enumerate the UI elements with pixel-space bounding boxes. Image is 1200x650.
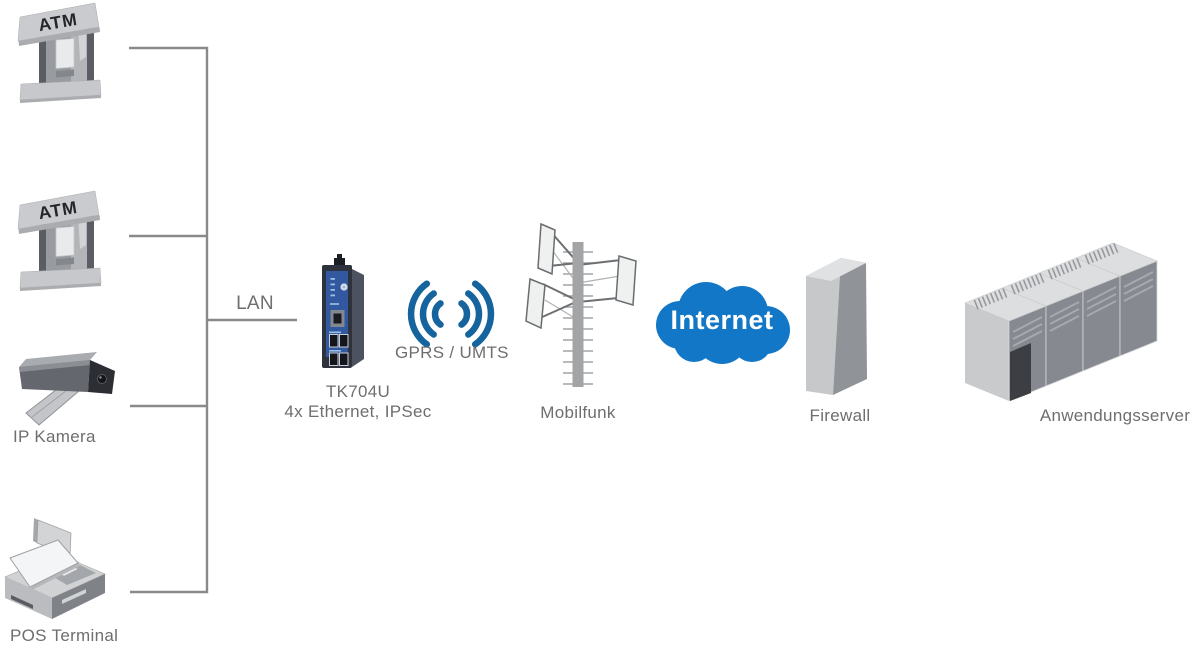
pos-terminal-icon xyxy=(4,518,106,619)
application-server-label: Anwendungsserver xyxy=(1039,406,1191,425)
pos-terminal-label: POS Terminal xyxy=(10,626,119,645)
lan-label: LAN xyxy=(236,293,274,314)
router-features-label: 4x Ethernet, IPSec xyxy=(284,402,432,421)
ip-camera-label: IP Kamera xyxy=(13,427,96,446)
radio-link-label: GPRS / UMTS xyxy=(395,343,509,362)
firewall-label: Firewall xyxy=(809,406,871,425)
server-rack-icon xyxy=(964,242,1158,402)
radio-waves-icon xyxy=(407,280,495,348)
internet-cloud-text: Internet xyxy=(670,305,773,335)
cctv-camera-icon xyxy=(19,352,115,426)
router-model-label: TK704U xyxy=(325,382,391,401)
mobile-network-label: Mobilfunk xyxy=(540,403,616,422)
router-label: TK704U 4x Ethernet, IPSec xyxy=(252,382,464,422)
lan-connection-lines xyxy=(129,46,297,594)
antenna-mast-icon xyxy=(525,222,637,387)
cellular-router-icon xyxy=(322,254,364,368)
atm-machine-icon-2: ATM xyxy=(17,190,102,292)
atm-machine-icon-1: ATM xyxy=(17,2,102,104)
internet-cloud-icon: Internet xyxy=(656,282,790,364)
firewall-wall-icon xyxy=(806,258,867,395)
